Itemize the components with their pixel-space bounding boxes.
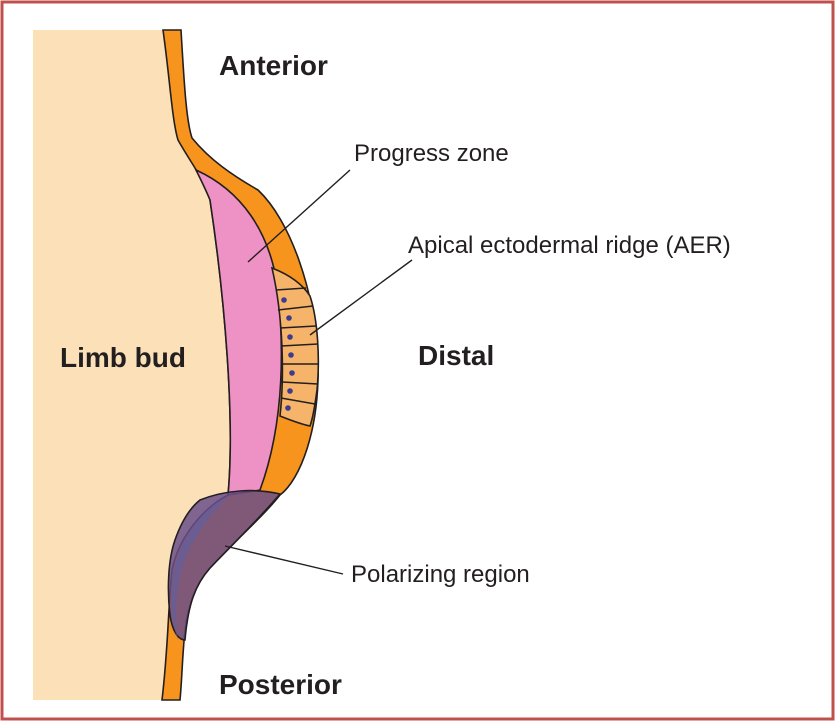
anterior-label: Anterior [219,50,328,81]
nucleus-dot [289,370,295,376]
nucleus-dot [286,315,292,321]
nucleus-dot [288,352,294,358]
nucleus-dot [285,405,291,411]
aer-label: Apical ectodermal ridge (AER) [408,232,731,259]
nucleus-dot [281,297,287,303]
polarizing-region-label: Polarizing region [351,561,530,588]
nucleus-dot [287,334,293,340]
progress-zone-label: Progress zone [354,140,509,167]
posterior-label: Posterior [219,669,342,700]
limb-bud-label: Limb bud [60,342,186,373]
distal-label: Distal [418,340,494,371]
nucleus-dot [287,388,293,394]
